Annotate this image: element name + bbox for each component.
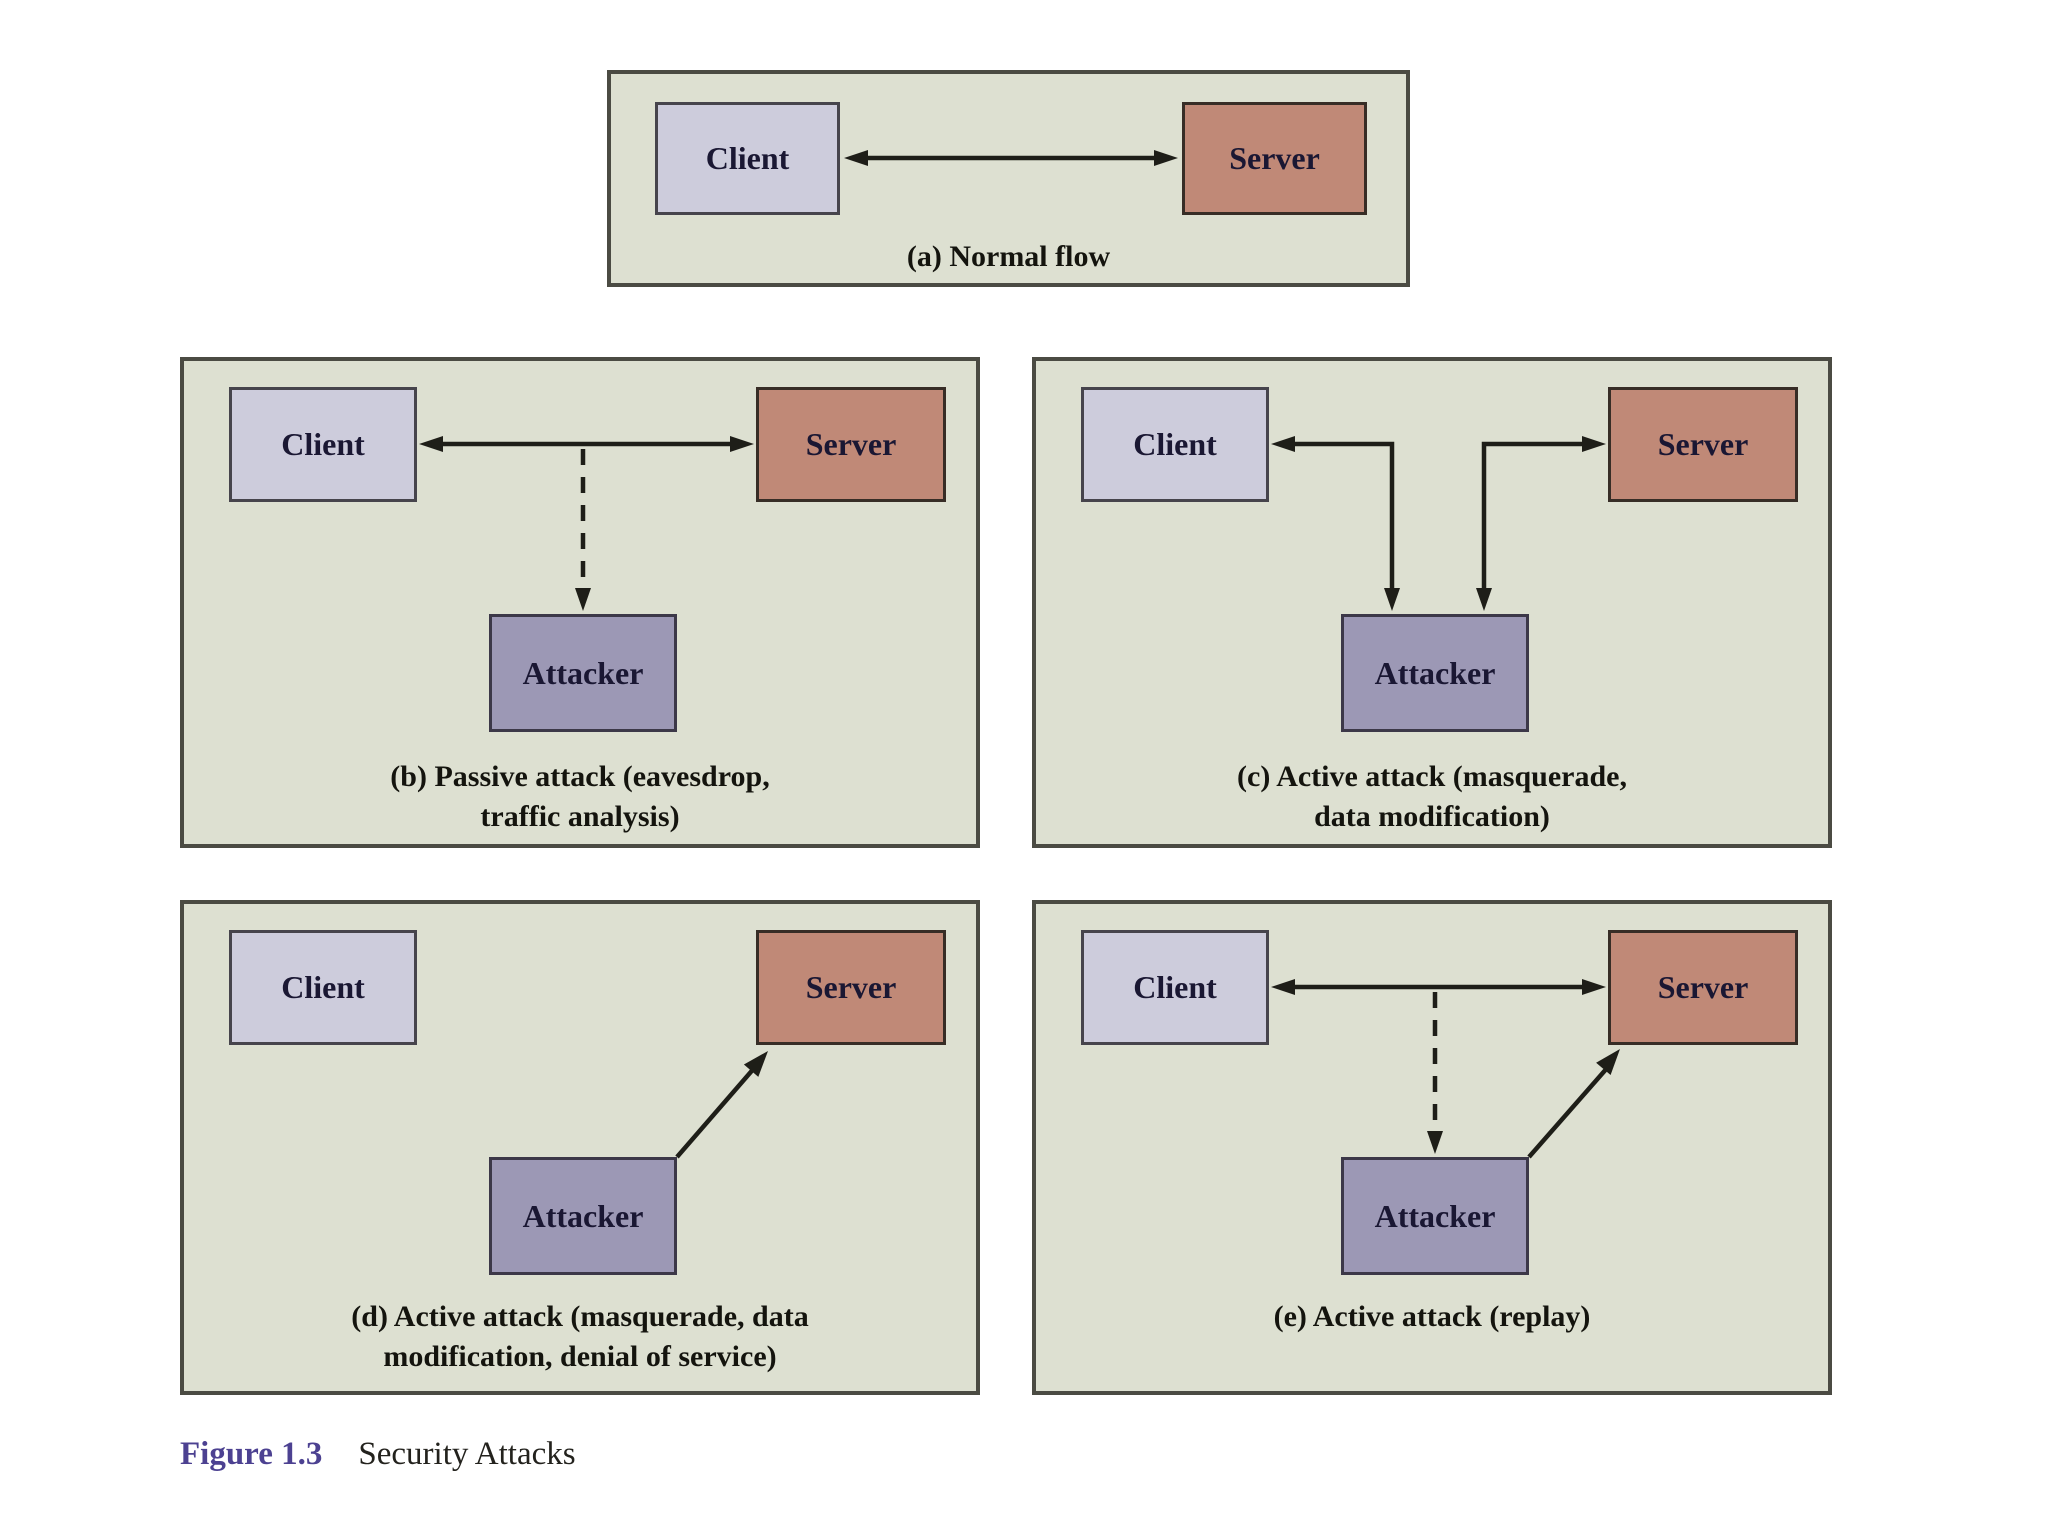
server-label: Server xyxy=(805,969,897,1005)
attacker-to-server-diagonal xyxy=(1527,1065,1610,1159)
attacker-box: Attacker xyxy=(489,614,677,732)
panel-a-normal-flow: Client Server (a) Normal flow xyxy=(607,70,1410,287)
arrowhead-to-attacker xyxy=(575,588,591,611)
arrowhead-to-server xyxy=(743,1051,768,1077)
panel-c-active-attack-masquerade: Client Server Attacker (c) Active attack… xyxy=(1032,357,1832,848)
panel-c-wires xyxy=(1271,436,1606,611)
client-box: Client xyxy=(1081,387,1269,502)
arrowhead-to-server xyxy=(1582,979,1606,995)
client-label: Client xyxy=(1133,969,1217,1005)
client-label: Client xyxy=(705,140,790,176)
arrowhead-to-attacker-right xyxy=(1476,588,1492,611)
arrowhead-to-attacker xyxy=(1427,1131,1443,1154)
attacker-to-client-elbow xyxy=(1290,441,1395,592)
arrowhead-to-client xyxy=(419,436,443,452)
caption-line: traffic analysis) xyxy=(480,800,680,833)
caption-line: modification, denial of service) xyxy=(383,1340,777,1373)
arrowhead-to-client xyxy=(844,150,868,166)
server-box: Server xyxy=(1182,102,1367,215)
caption-line: (c) Active attack (masquerade, xyxy=(1237,760,1627,793)
panel-a-wires xyxy=(844,150,1178,166)
figure-caption: Figure 1.3 Security Attacks xyxy=(180,1432,576,1476)
panel-b-passive-attack: Client Server Attacker (b) Passive attac… xyxy=(180,357,980,848)
caption-line: (a) Normal flow xyxy=(906,240,1111,273)
caption-line: data modification) xyxy=(1314,800,1550,833)
attacker-label: Attacker xyxy=(522,1197,644,1234)
client-label: Client xyxy=(281,426,365,462)
attacker-box: Attacker xyxy=(1341,614,1529,732)
arrowhead-replay-to-server xyxy=(1596,1049,1620,1075)
arrowhead-to-attacker-left xyxy=(1384,588,1400,611)
attacker-label: Attacker xyxy=(522,654,644,691)
arrowhead-to-server xyxy=(730,436,754,452)
attacker-label: Attacker xyxy=(1374,1197,1496,1234)
client-box: Client xyxy=(229,387,417,502)
server-box: Server xyxy=(1608,930,1798,1045)
panel-c-caption: (c) Active attack (masquerade, data modi… xyxy=(1036,757,1828,837)
panel-a-caption: (a) Normal flow xyxy=(611,237,1406,277)
attacker-box: Attacker xyxy=(1341,1157,1529,1275)
client-label: Client xyxy=(281,969,365,1005)
figure-title: Security Attacks xyxy=(358,1436,576,1472)
caption-line: (d) Active attack (masquerade, data xyxy=(351,1300,809,1333)
server-box: Server xyxy=(1608,387,1798,502)
server-box: Server xyxy=(756,930,946,1045)
client-box: Client xyxy=(655,102,840,215)
client-box: Client xyxy=(1081,930,1269,1045)
arrowhead-to-server xyxy=(1582,436,1606,452)
arrowhead-to-client xyxy=(1271,979,1295,995)
caption-line: (b) Passive attack (eavesdrop, xyxy=(390,760,770,793)
panel-b-caption: (b) Passive attack (eavesdrop, traffic a… xyxy=(184,757,976,837)
arrowhead-to-client xyxy=(1271,436,1295,452)
panel-e-wires xyxy=(1271,979,1620,1159)
panel-d-caption: (d) Active attack (masquerade, data modi… xyxy=(184,1297,976,1377)
server-label: Server xyxy=(805,426,897,462)
figure-label: Figure 1.3 xyxy=(180,1436,323,1472)
panel-e-active-attack-replay: Client Server Attacker (e) Active attack… xyxy=(1032,900,1832,1395)
panel-b-wires xyxy=(419,436,754,611)
attacker-box: Attacker xyxy=(489,1157,677,1275)
panel-e-caption: (e) Active attack (replay) xyxy=(1036,1297,1828,1337)
server-label: Server xyxy=(1657,426,1749,462)
server-label: Server xyxy=(1229,140,1320,176)
client-box: Client xyxy=(229,930,417,1045)
server-box: Server xyxy=(756,387,946,502)
caption-line: (e) Active attack (replay) xyxy=(1273,1300,1591,1333)
arrowhead-to-server xyxy=(1154,150,1178,166)
panel-d-wires xyxy=(675,1051,768,1159)
attacker-label: Attacker xyxy=(1374,654,1496,691)
client-label: Client xyxy=(1133,426,1217,462)
attacker-to-server-elbow xyxy=(1481,441,1586,592)
attacker-to-server-diagonal xyxy=(675,1064,758,1159)
panel-d-active-attack-dos: Client Server Attacker (d) Active attack… xyxy=(180,900,980,1395)
server-label: Server xyxy=(1657,969,1749,1005)
